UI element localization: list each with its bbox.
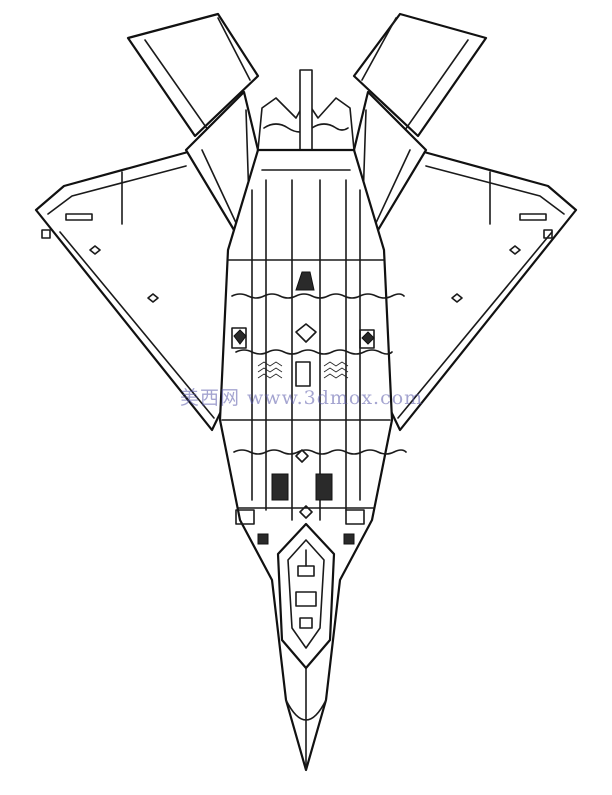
- nose-cone: [285, 667, 327, 771]
- engine-nozzles: [257, 69, 355, 151]
- vent-grille-right: [323, 361, 349, 379]
- right-vertical-tail: [352, 12, 488, 138]
- watermark-text: 美西网 www.3dmox.com: [180, 387, 424, 409]
- fuselage: [218, 148, 407, 772]
- fuselage-details: [231, 271, 375, 545]
- vent-grille-left: [257, 361, 283, 379]
- right-wing: [370, 150, 578, 432]
- left-vertical-tail: [126, 12, 260, 138]
- left-wing: [34, 150, 242, 432]
- cockpit-canopy: [276, 522, 336, 670]
